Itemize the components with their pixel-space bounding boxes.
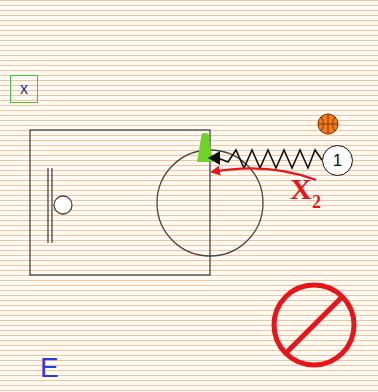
- defender-label: X: [290, 172, 312, 206]
- prohibition-sign: [286, 297, 342, 353]
- player-label: 1: [333, 151, 342, 171]
- defender-subscript: 2: [312, 192, 321, 213]
- player-label: x: [20, 80, 28, 98]
- cone: [201, 133, 209, 139]
- backboard: [47, 168, 48, 243]
- basketball: [318, 114, 338, 134]
- hoop: [54, 196, 72, 214]
- dribble-path: [218, 150, 322, 168]
- free-throw-lane: [30, 130, 210, 275]
- player-box: x: [10, 75, 38, 103]
- player-circle: 1: [322, 145, 353, 176]
- prohibition-sign: [274, 285, 354, 365]
- basketball-seams: [318, 114, 338, 134]
- diagram-letter: E: [40, 352, 59, 384]
- free-throw-circle: [157, 150, 263, 256]
- dribble-arrowhead: [208, 151, 220, 165]
- backboard: [51, 168, 52, 243]
